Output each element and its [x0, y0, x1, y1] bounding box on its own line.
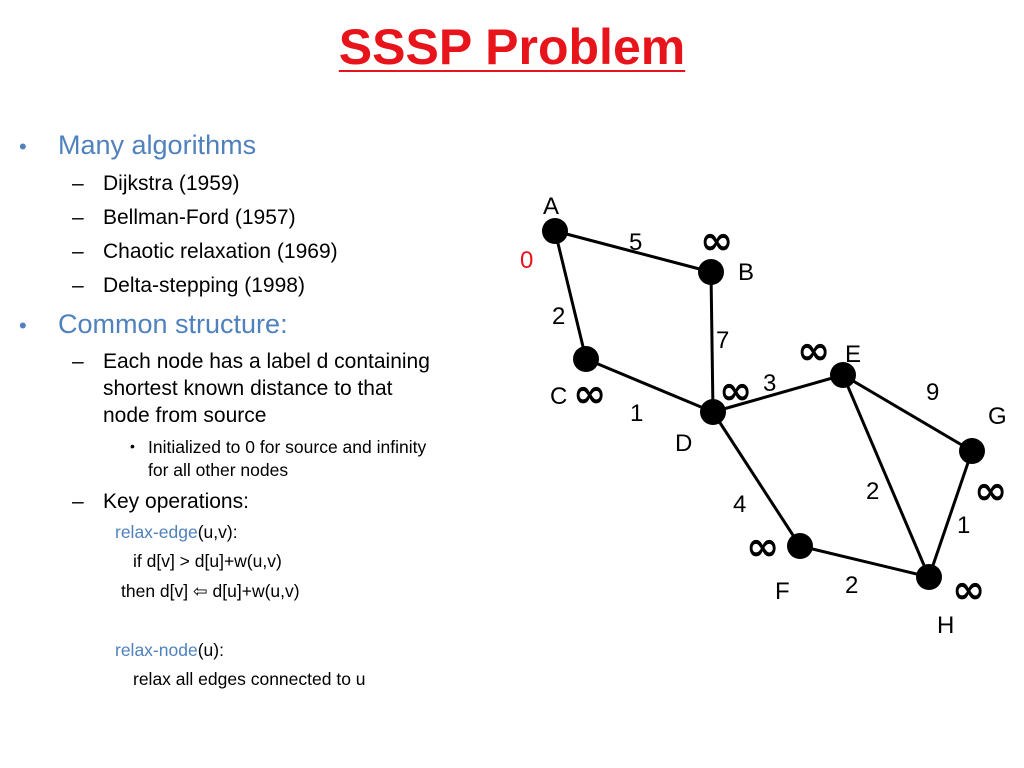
relax-node-body: relax all edges connected to u: [133, 669, 366, 689]
label-description-line: Each node has a label d containing: [103, 350, 430, 373]
edge-a-b: [554, 229, 712, 274]
node-label-f: F: [775, 578, 790, 605]
node-label-c: C: [550, 383, 567, 410]
node-label-g: G: [988, 403, 1007, 430]
dash-marker: –: [72, 240, 84, 263]
node-h: [916, 564, 942, 590]
relax-edge-then: then d[v]: [121, 581, 193, 601]
init-description-line: Initialized to 0 for source and infinity: [148, 437, 427, 457]
dash-marker: –: [72, 274, 84, 297]
node-d: [700, 399, 726, 425]
heading-many-algorithms: Many algorithms: [58, 130, 257, 160]
edge-e-g: [842, 373, 973, 453]
relax-edge-params: (u,v):: [197, 522, 238, 542]
heading-common-structure: Common structure:: [58, 309, 288, 339]
assign-arrow-icon: ⇦: [193, 582, 208, 602]
node-label-h: H: [937, 612, 954, 639]
edge-weight-e-g: 9: [926, 379, 939, 406]
distance-b: ∞: [700, 218, 733, 264]
node-a: [542, 218, 568, 244]
distance-g: ∞: [974, 468, 1007, 514]
distance-a: 0: [520, 247, 533, 274]
relax-node-name: relax-node: [115, 640, 198, 660]
distance-e: ∞: [797, 328, 830, 374]
edge-weight-c-d: 1: [630, 400, 643, 427]
edge-weight-b-d: 7: [716, 327, 729, 354]
slide-title: SSSP Problem: [0, 14, 1024, 80]
bullet-dot: •: [19, 313, 27, 338]
distance-d: ∞: [719, 368, 752, 414]
node-f: [787, 533, 813, 559]
algorithm-item: Bellman-Ford (1957): [103, 206, 296, 229]
node-b: [698, 259, 724, 285]
edge-weight-e-h: 2: [866, 478, 879, 505]
relax-edge-name: relax-edge: [115, 522, 198, 542]
distance-c: ∞: [573, 371, 606, 417]
edge-weight-g-h: 1: [957, 512, 970, 539]
slide-title-text: SSSP Problem: [338, 19, 686, 75]
relax-edge-signature: relax-edge(u,v):: [115, 522, 238, 543]
dash-marker: –: [72, 350, 84, 373]
dash-marker: –: [72, 490, 84, 513]
distance-f: ∞: [746, 524, 779, 570]
algorithm-item: Delta-stepping (1998): [103, 274, 305, 297]
edge-weight-d-e: 3: [763, 370, 776, 397]
key-operations-heading: Key operations:: [103, 490, 249, 513]
node-e: [830, 362, 856, 388]
edge-c-d: [585, 357, 714, 414]
relax-edge-update: then d[v] ⇦ d[u]+w(u,v): [121, 581, 300, 602]
algorithm-item: Dijkstra (1959): [103, 172, 240, 195]
relax-edge-expression: d[u]+w(u,v): [207, 581, 300, 601]
node-label-b: B: [738, 259, 754, 286]
dash-marker: –: [72, 206, 84, 229]
edge-g-h: [927, 450, 974, 578]
edge-weight-a-b: 5: [629, 229, 642, 256]
bullet-dot-small: •: [130, 438, 135, 454]
algorithm-item: Chaotic relaxation (1969): [103, 240, 338, 263]
edge-b-d: [709, 271, 715, 413]
label-description-line: node from source: [103, 404, 267, 427]
init-description-line: for all other nodes: [148, 460, 289, 480]
edge-weight-f-h: 2: [845, 572, 858, 599]
edge-a-c: [553, 230, 588, 360]
edge-d-e: [712, 373, 844, 414]
edge-e-h: [841, 374, 931, 578]
edge-weight-a-c: 2: [552, 303, 565, 330]
node-c: [573, 346, 599, 372]
dash-marker: –: [72, 172, 84, 195]
edge-f-h: [799, 544, 930, 579]
bullet-dot: •: [19, 134, 27, 159]
relax-edge-condition: if d[v] > d[u]+w(u,v): [133, 551, 282, 571]
node-label-e: E: [845, 341, 861, 368]
node-label-d: D: [675, 430, 692, 457]
label-description-line: shortest known distance to that: [103, 377, 393, 400]
distance-h: ∞: [952, 567, 985, 613]
relax-node-params: (u):: [197, 640, 224, 660]
node-g: [959, 438, 985, 464]
edge-weight-d-f: 4: [733, 491, 746, 518]
relax-node-signature: relax-node(u):: [115, 640, 224, 661]
node-label-a: A: [543, 193, 559, 220]
edge-d-f: [711, 411, 802, 547]
